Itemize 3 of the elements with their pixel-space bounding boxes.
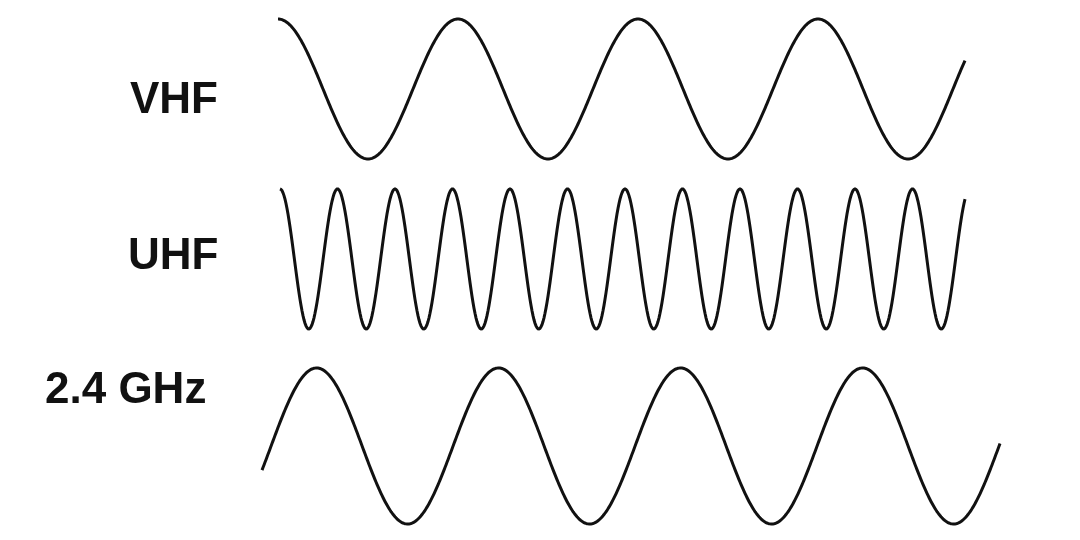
band-label: UHF xyxy=(128,232,219,276)
band-label: VHF xyxy=(130,76,218,120)
band-label: 2.4 GHz xyxy=(45,366,207,410)
